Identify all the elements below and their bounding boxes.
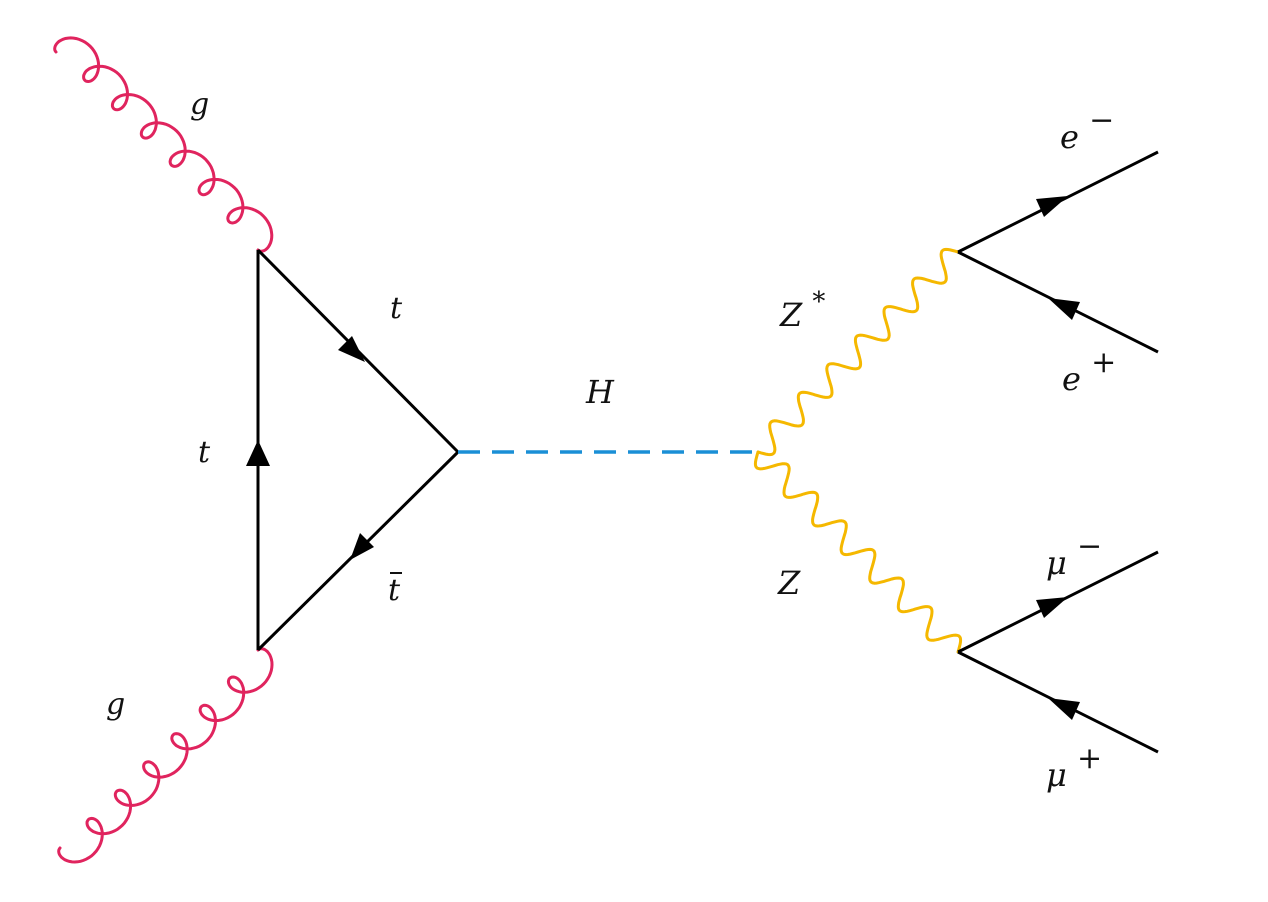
label-muon: μ − [1046,529,1102,582]
label-top-upper: t [390,291,403,326]
arrow-antimuon [1048,698,1080,720]
label-positron-symbol: e [1062,360,1081,398]
label-antimuon-sign: + [1077,741,1102,776]
label-positron-sign: + [1091,345,1116,380]
label-z-star: Z * [779,287,825,334]
label-electron-symbol: e [1060,118,1079,156]
label-antimuon-symbol: μ [1046,756,1067,794]
arrow-muon [1036,597,1068,618]
label-electron-sign: − [1089,103,1114,138]
label-top-bar: t [388,573,401,608]
label-antimuon: μ + [1046,741,1102,794]
label-z: Z [777,564,801,602]
label-gluon-bottom: g [106,687,125,722]
label-gluon-top: g [190,87,209,122]
label-z-star-mark: * [812,287,825,317]
label-top-left: t [198,435,211,470]
z-boson-line [753,450,963,654]
arrow-electron [1036,196,1068,217]
label-higgs: H [585,373,615,411]
gluon-line-top [53,36,274,253]
arrow-lower-down [350,533,374,560]
gluon-line-bottom [57,647,274,864]
label-muon-symbol: μ [1046,544,1067,582]
label-muon-sign: − [1077,529,1102,564]
z-star-boson-line [756,247,960,457]
label-electron: e − [1060,103,1114,156]
arrow-left-up [246,440,270,466]
label-positron: e + [1062,345,1116,398]
label-z-star-symbol: Z [779,296,803,334]
arrow-upper-down [338,336,365,362]
arrow-positron [1048,298,1080,320]
